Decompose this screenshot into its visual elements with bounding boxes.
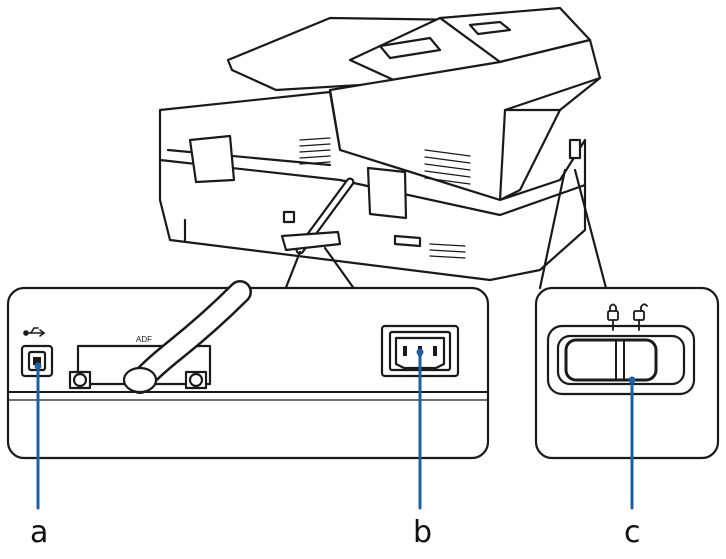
lock-detail-panel — [534, 286, 720, 460]
lock-icon — [607, 303, 619, 331]
ports-detail-panel — [6, 280, 490, 460]
callout-label-b: b — [413, 515, 433, 550]
adf-connector-label: ADF — [136, 335, 152, 344]
callout-line-b — [416, 348, 424, 510]
callout-label-a: a — [30, 515, 49, 550]
unlock-icon — [633, 303, 648, 331]
adf-cable — [122, 280, 252, 394]
callout-label-c: c — [624, 515, 641, 550]
callout-line-a — [34, 362, 42, 510]
callout-line-c — [628, 376, 636, 510]
usb-port — [20, 344, 54, 378]
usb-icon — [23, 327, 45, 337]
scanner-body — [158, 6, 602, 282]
